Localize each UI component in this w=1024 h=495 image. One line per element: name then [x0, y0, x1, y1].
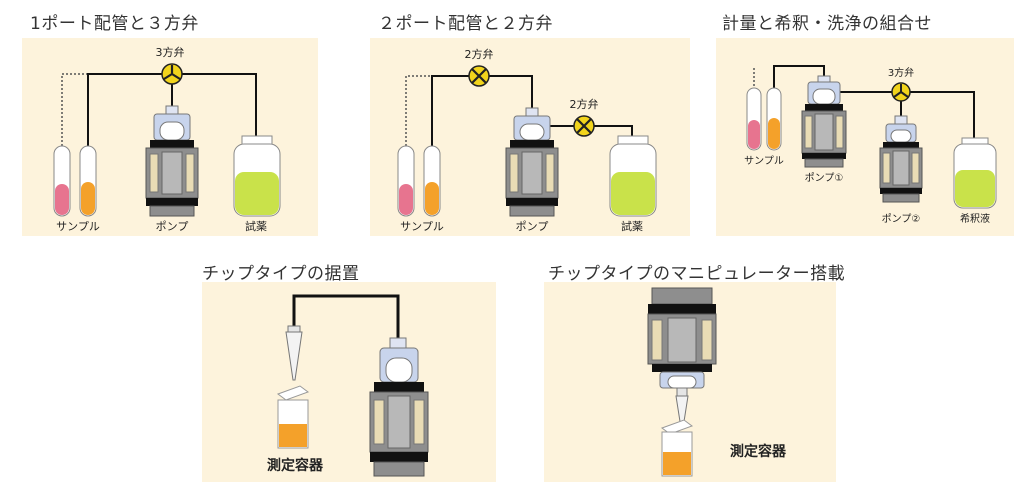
reagent-label: 試薬	[245, 219, 267, 233]
three-way-valve-icon	[161, 63, 183, 85]
two-way-valve-icon	[468, 65, 490, 87]
pump-1-icon	[801, 75, 847, 168]
panel-3-title: 計量と希釈・洗浄の組合せ	[722, 14, 932, 34]
valve-1-label: 2方弁	[465, 47, 494, 61]
pipette-tip-icon	[285, 325, 303, 381]
sample-tube-red-icon	[397, 145, 415, 217]
panel-4-title: チップタイプの据置	[202, 264, 360, 284]
valve-2-label: 2方弁	[570, 97, 599, 111]
three-way-valve-icon	[891, 82, 911, 102]
sample-tube-orange-icon	[766, 87, 782, 151]
pump-1-label: ポンプ①	[805, 172, 844, 184]
panel-5-title: チップタイプのマニピュレーター搭載	[548, 264, 846, 284]
sample-tube-red-icon	[53, 145, 71, 217]
panel-two-port-two-way: 2方弁 2方弁 サンプル ポンプ 試薬	[370, 38, 690, 236]
tube	[292, 294, 400, 338]
pump-label: ポンプ	[516, 220, 549, 233]
diluent-bottle-icon	[953, 137, 997, 209]
measurement-container-icon	[660, 419, 694, 477]
tube-sample	[87, 73, 164, 150]
sample-tube-orange-icon	[423, 145, 441, 217]
panel-metering-dilution: 3方弁 サンプル ポンプ① ポンプ② 希釈液	[716, 38, 1014, 236]
two-way-valve-icon	[573, 115, 595, 137]
pump-icon	[505, 107, 559, 217]
diagram-tip-stationary: 測定容器	[267, 294, 429, 477]
measurement-container-icon	[276, 385, 310, 449]
valve-label: 3方弁	[156, 45, 185, 59]
reagent-bottle-icon	[233, 135, 281, 217]
reagent-label: 試薬	[621, 219, 643, 233]
panel-1-title: 1ポート配管と３方弁	[30, 14, 199, 34]
reagent-bottle-icon	[609, 135, 657, 217]
pump-icon	[145, 105, 199, 217]
diagram-two-port: 2方弁 2方弁 サンプル ポンプ 試薬	[397, 47, 657, 233]
panel-tip-stationary: 測定容器	[202, 282, 496, 482]
sample-label: サンプル	[400, 220, 444, 233]
tube-pump-in	[488, 75, 533, 110]
sample-label: サンプル	[744, 155, 784, 167]
panel-one-port-three-way: 3方弁 サンプル ポンプ 試薬	[22, 38, 318, 236]
container-label: 測定容器	[730, 443, 787, 460]
diagram-one-port: 3方弁 サンプル ポンプ 試薬	[53, 45, 281, 233]
pump-label: ポンプ	[156, 220, 189, 233]
sample-tube-red-icon	[746, 87, 762, 151]
tube-dotted	[405, 75, 470, 150]
tube-dotted	[61, 73, 164, 150]
pump-2-label: ポンプ②	[882, 213, 921, 225]
pump-2-icon	[879, 115, 923, 203]
sample-tube-orange-icon	[79, 145, 97, 217]
tube-diluent	[910, 91, 975, 146]
diluent-label: 希釈液	[960, 212, 990, 225]
pump-icon	[647, 287, 717, 389]
diagram-tip-manipulator: 測定容器	[647, 287, 787, 477]
pump-icon	[369, 337, 429, 477]
container-label: 測定容器	[267, 457, 324, 474]
panel-2-title: ２ポート配管と２方弁	[378, 14, 553, 34]
tube-sample	[431, 75, 470, 150]
valve-label: 3方弁	[888, 66, 914, 79]
sample-label: サンプル	[56, 220, 100, 233]
panel-tip-manipulator: 測定容器	[544, 282, 836, 482]
diagram-metering: 3方弁 サンプル ポンプ① ポンプ② 希釈液	[744, 65, 997, 225]
